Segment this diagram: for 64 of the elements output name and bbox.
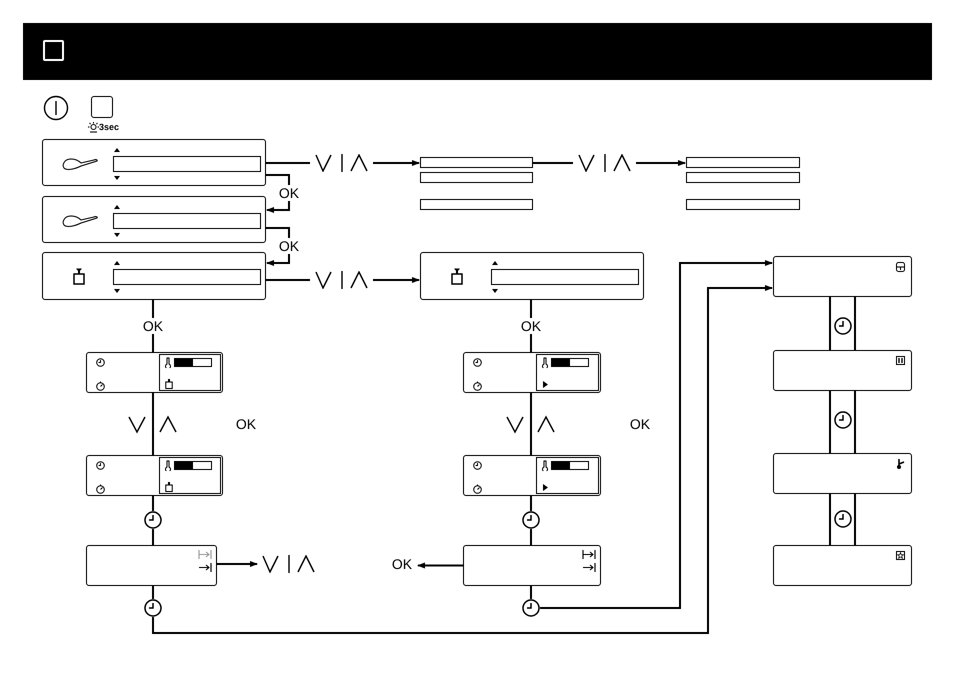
connector-line [373, 277, 420, 283]
menu-bar [420, 172, 533, 183]
connector-line [152, 496, 154, 511]
menu-bar [686, 172, 800, 183]
connector-line [152, 434, 154, 455]
connector-line [829, 494, 831, 545]
edge-label: OK [278, 185, 300, 201]
display-screen [86, 352, 223, 393]
clock-icon [144, 599, 162, 617]
display-screen [773, 545, 912, 586]
connector-line [417, 562, 463, 568]
connector-line [533, 162, 573, 164]
edge-label: OK [278, 238, 300, 254]
edge-label: OK [520, 318, 542, 334]
display-screen [86, 455, 223, 496]
connector-line [152, 586, 154, 599]
connector-line [854, 391, 856, 453]
display-screen [42, 252, 266, 300]
connector-line [266, 174, 290, 213]
menu-bar [420, 157, 533, 168]
connector-line [530, 300, 532, 352]
edge-label: OK [142, 318, 164, 334]
connector-line [530, 529, 532, 545]
down-up-chevrons-icon [506, 414, 556, 434]
connector-line [854, 297, 856, 350]
key-label: OK [388, 555, 416, 573]
clock-icon [522, 511, 540, 529]
display-screen [86, 545, 217, 586]
display-screen [420, 252, 644, 300]
clock-icon [522, 599, 540, 617]
display-screen [773, 256, 912, 297]
connector-line [152, 300, 154, 352]
connector-line [829, 297, 831, 350]
connector-line [530, 496, 532, 511]
display-screen [773, 453, 912, 494]
clock-icon [144, 511, 162, 529]
connector-line [266, 162, 310, 164]
connector-line [530, 586, 532, 599]
connector-line [373, 160, 420, 166]
connector-line [152, 529, 154, 545]
key-label: OK [630, 416, 650, 432]
display-screen [463, 352, 601, 393]
connector-line [152, 285, 773, 634]
connector-line [152, 393, 154, 414]
connector-line [266, 279, 310, 281]
connector-line [540, 260, 773, 609]
connector-line [217, 561, 258, 567]
menu-bar [686, 157, 800, 168]
key-label: OK [236, 416, 256, 432]
display-screen [463, 545, 601, 586]
connector-line [530, 393, 532, 414]
down-up-chevrons-icon [128, 414, 178, 434]
display-screen [42, 139, 266, 186]
connector-line [530, 434, 532, 455]
connector-line [854, 494, 856, 545]
display-screen [42, 196, 266, 243]
display-screen [463, 455, 601, 496]
connector-line [266, 227, 290, 266]
menu-bar [686, 199, 800, 210]
connector-line [829, 391, 831, 453]
display-screen [773, 350, 912, 391]
menu-bar [420, 199, 533, 210]
connector-line [636, 160, 686, 166]
duration-label: 3sec [99, 122, 120, 133]
